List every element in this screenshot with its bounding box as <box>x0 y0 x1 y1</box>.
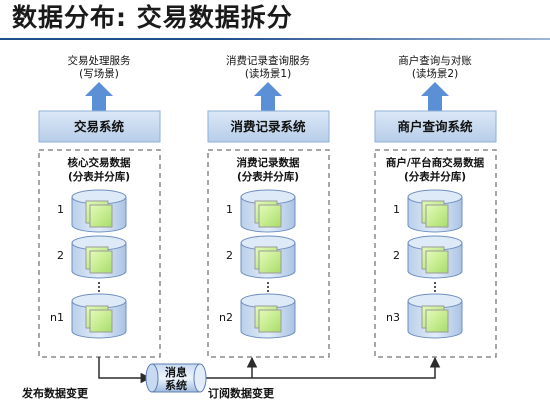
document-icon <box>85 200 113 228</box>
document-icon <box>421 305 449 333</box>
database-label: 消费记录数据 <box>237 156 300 169</box>
up-arrow-icon <box>85 82 113 111</box>
database-sublabel: (分表并分库) <box>68 170 130 183</box>
scenario-sublabel: (读场景2) <box>412 67 458 80</box>
shard-number: n2 <box>219 311 233 324</box>
shard-db: n3 <box>386 293 463 339</box>
system-label: 商户查询系统 <box>397 119 473 134</box>
shard-number: n3 <box>386 311 400 324</box>
shard-db: 2 <box>226 235 296 279</box>
system-label: 交易系统 <box>74 119 125 134</box>
column-merchant-query: 商户查询与对账 (读场景2) 商户查询系统 商户/平台商交易数据 (分表并分库)… <box>374 54 497 358</box>
publish-label: 发布数据变更 <box>21 386 89 400</box>
column-consumption-records: 消费记录查询服务 (读场景1) 消费记录系统 消费记录数据 (分表并分库) 1 … <box>207 54 330 358</box>
up-arrow-icon <box>254 82 282 111</box>
database-group <box>207 149 330 358</box>
shard-number: 1 <box>57 203 64 216</box>
shard-number: 1 <box>393 203 400 216</box>
shard-db: n2 <box>219 293 296 339</box>
title-underline <box>0 38 550 40</box>
database-label: 核心交易数据 <box>68 156 131 169</box>
message-queue: 消息 系统 <box>145 363 207 393</box>
document-icon <box>85 246 113 274</box>
shard-db: 1 <box>226 189 296 233</box>
document-icon <box>254 246 282 274</box>
system-box <box>374 110 497 143</box>
scenario-label: 商户查询与对账 <box>398 54 472 67</box>
subscribe-arrow-merchant <box>252 356 441 379</box>
shard-db: 1 <box>57 189 127 233</box>
shard-db: 2 <box>393 235 463 279</box>
message-queue-sublabel: 系统 <box>165 378 187 392</box>
system-label: 消费记录系统 <box>230 119 306 134</box>
database-sublabel: (分表并分库) <box>404 170 466 183</box>
message-queue-label: 消息 <box>165 365 187 379</box>
column-transaction: 交易处理服务 (写场景) 交易系统 核心交易数据 (分表并分库) 1 2 n1 <box>38 54 161 358</box>
database-label: 商户/平台商交易数据 <box>386 156 485 169</box>
document-icon <box>85 305 113 333</box>
shard-db: 1 <box>393 189 463 233</box>
page-title: 数据分布: 交易数据拆分 <box>12 3 293 32</box>
shard-db: n1 <box>50 293 127 339</box>
scenario-label: 交易处理服务 <box>68 54 131 67</box>
shard-number: 1 <box>226 203 233 216</box>
scenario-sublabel: (读场景1) <box>245 67 291 80</box>
shard-number: 2 <box>393 249 400 262</box>
system-box <box>38 110 161 143</box>
document-icon <box>254 200 282 228</box>
scenario-sublabel: (写场景) <box>79 67 119 80</box>
shard-number: 2 <box>57 249 64 262</box>
shard-db: 2 <box>57 235 127 279</box>
publish-arrow <box>98 357 152 384</box>
document-icon <box>421 200 449 228</box>
document-icon <box>421 246 449 274</box>
shard-number: n1 <box>50 311 64 324</box>
document-icon <box>254 305 282 333</box>
scenario-label: 消费记录查询服务 <box>226 54 310 67</box>
up-arrow-icon <box>421 82 449 111</box>
shard-number: 2 <box>226 249 233 262</box>
database-sublabel: (分表并分库) <box>237 170 299 183</box>
subscribe-label: 订阅数据变更 <box>208 386 275 400</box>
system-box <box>207 110 330 143</box>
